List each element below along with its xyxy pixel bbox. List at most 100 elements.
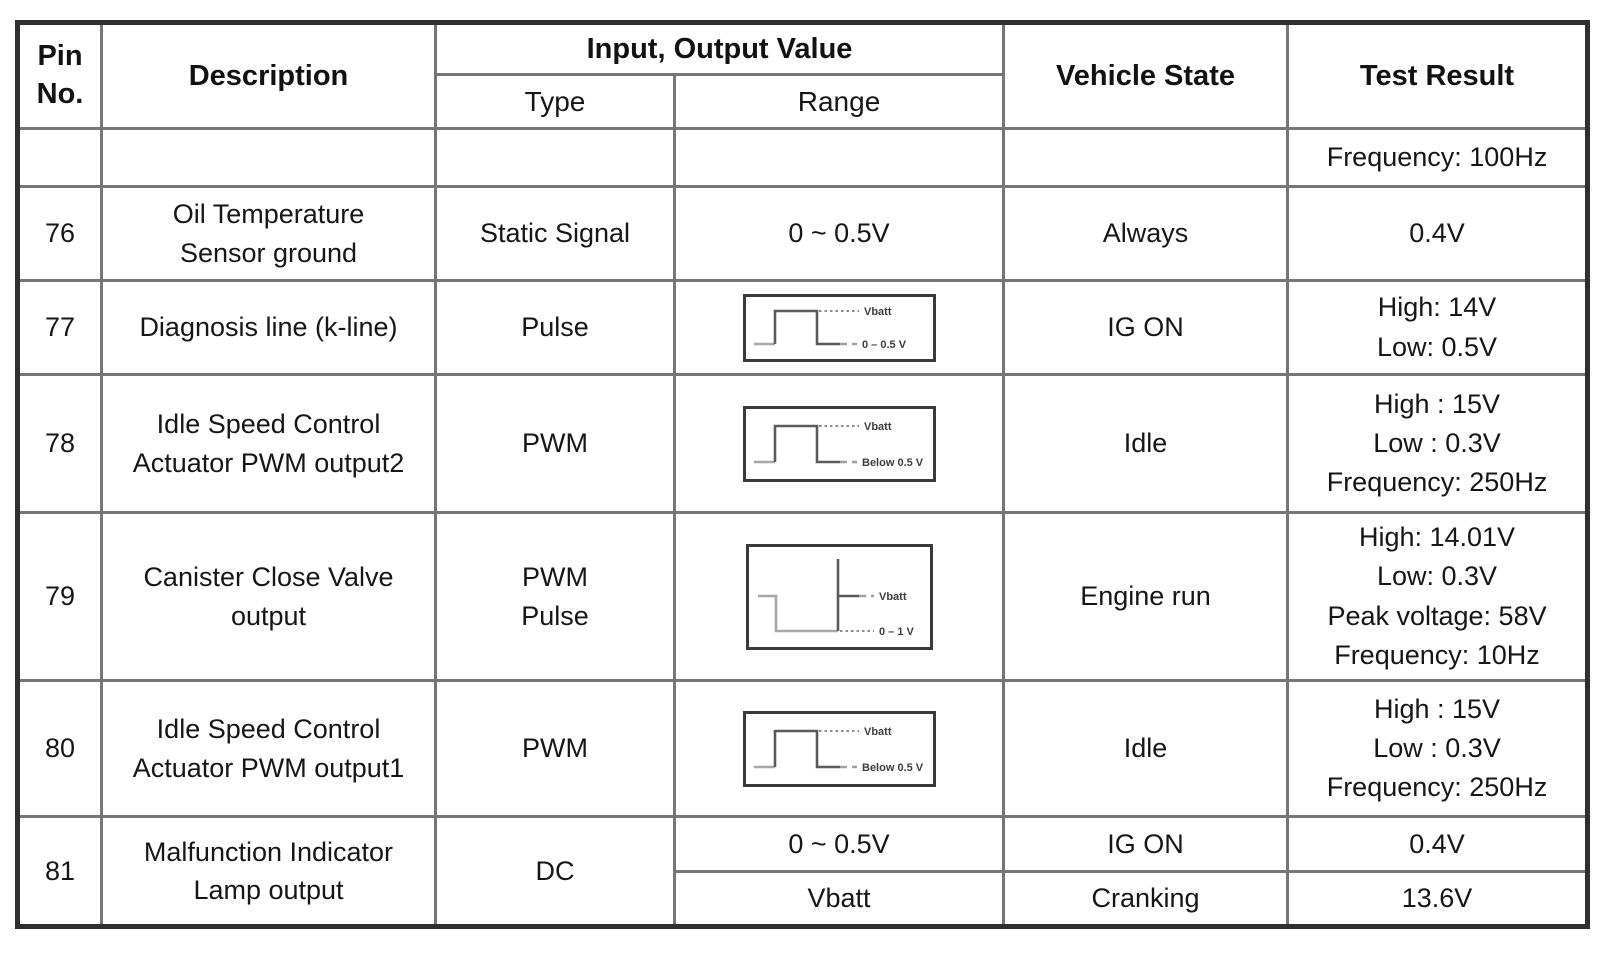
- test-result-line: High: 14V: [1377, 292, 1497, 323]
- header-description: Description: [100, 21, 437, 130]
- table-row-continuation: Frequency: 100Hz: [16, 127, 1590, 188]
- vehicle-state-cell: Always: [1002, 185, 1290, 282]
- pin-cell: [16, 127, 103, 188]
- pulse-waveform-diagram: Vbatt 0 – 0.5 V: [742, 293, 936, 362]
- description-cell: Oil Temperature Sensor ground: [100, 185, 437, 282]
- test-result-cell: 0.4V: [1286, 185, 1590, 282]
- type-line: Pulse: [521, 600, 589, 631]
- test-result-line: Low: 0.5V: [1376, 331, 1498, 362]
- type-line: PWM: [522, 562, 588, 593]
- table-row-pin-79: 79 Canister Close Valve output PWM Pulse…: [16, 511, 1590, 682]
- test-result-line: Peak voltage: 58V: [1327, 600, 1547, 631]
- type-cell: Pulse: [434, 279, 676, 376]
- test-result-cell: High : 15V Low : 0.3V Frequency: 250Hz: [1286, 679, 1590, 818]
- table-row-pin-78: 78 Idle Speed Control Actuator PWM outpu…: [16, 373, 1590, 514]
- test-result-line: Low: 0.3V: [1376, 561, 1498, 592]
- test-result-line: Frequency: 250Hz: [1326, 772, 1548, 803]
- header-pin-line: No.: [36, 78, 84, 110]
- waveform-low-label: 0 – 0.5 V: [862, 339, 907, 351]
- inverted-pulse-spike-waveform-diagram: Vbatt 0 – 1 V: [745, 543, 933, 650]
- description-line: Idle Speed Control: [156, 409, 381, 440]
- vehicle-state-cell: Cranking: [1002, 870, 1290, 928]
- header-vehicle-state: Vehicle State: [1002, 21, 1290, 130]
- pin-cell: 77: [16, 279, 103, 376]
- test-result-cell: High: 14.01V Low: 0.3V Peak voltage: 58V…: [1286, 511, 1590, 682]
- header-test-result: Test Result: [1286, 21, 1590, 130]
- table-row-pin-76: 76 Oil Temperature Sensor ground Static …: [16, 185, 1590, 282]
- range-cell: [672, 127, 1006, 188]
- waveform-high-label: Vbatt: [864, 421, 892, 433]
- pwm-waveform-diagram: Vbatt Below 0.5 V: [742, 405, 936, 482]
- header-pin-no: Pin No.: [16, 21, 103, 130]
- type-cell: PWM: [434, 679, 676, 818]
- pin-cell: 80: [16, 679, 103, 818]
- pin-test-table: Pin No. Description Input, Output Value …: [15, 20, 1591, 929]
- waveform-high-label: Vbatt: [864, 726, 892, 738]
- header-type: Type: [434, 73, 676, 130]
- description-line: Actuator PWM output2: [132, 447, 405, 478]
- waveform-high-label: Vbatt: [879, 591, 907, 603]
- test-result-cell: 0.4V: [1286, 815, 1590, 873]
- type-cell: Static Signal: [434, 185, 676, 282]
- test-result-line: High : 15V: [1373, 388, 1501, 419]
- description-line: Malfunction Indicator: [143, 836, 394, 867]
- test-result-line: 0.4V: [1409, 217, 1465, 248]
- test-result-cell: 13.6V: [1286, 870, 1590, 928]
- test-result-line: Frequency: 100Hz: [1326, 141, 1548, 172]
- description-line: Sensor ground: [179, 237, 358, 268]
- header-row-2: Type Range: [18, 73, 1588, 130]
- description-line: Lamp output: [193, 875, 344, 905]
- description-cell: [100, 127, 437, 188]
- range-cell: 0 ~ 0.5V: [672, 185, 1006, 282]
- description-line: Canister Close Valve: [143, 562, 394, 593]
- type-cell: DC: [434, 815, 676, 928]
- header-pin-line: Pin: [37, 40, 83, 73]
- pin-cell: 81: [16, 815, 103, 928]
- description-line: Idle Speed Control: [156, 714, 381, 745]
- waveform-high-label: Vbatt: [864, 306, 892, 318]
- vehicle-state-cell: Idle: [1002, 679, 1290, 818]
- table-row-pin-81-subrow: Vbatt Cranking 13.6V: [18, 870, 1590, 928]
- pwm-waveform-diagram: Vbatt Below 0.5 V: [742, 710, 936, 787]
- description-cell: Diagnosis line (k-line): [100, 279, 437, 376]
- header-io-value: Input, Output Value: [433, 21, 1006, 76]
- range-cell: Vbatt 0 – 1 V: [672, 511, 1006, 682]
- description-cell: Idle Speed Control Actuator PWM output2: [100, 373, 437, 514]
- table-row-pin-77: 77 Diagnosis line (k-line) Pulse Vbatt 0…: [16, 279, 1590, 376]
- vehicle-state-cell: IG ON: [1002, 279, 1290, 376]
- type-cell: PWM Pulse: [434, 511, 676, 682]
- waveform-low-label: Below 0.5 V: [862, 457, 924, 469]
- type-cell: [434, 127, 676, 188]
- vehicle-state-cell: IG ON: [1002, 815, 1290, 873]
- table-row-pin-81: 81 Malfunction Indicator Lamp output DC …: [16, 815, 1590, 928]
- vehicle-state-cell: [1002, 127, 1290, 188]
- scanned-manual-page: Pin No. Description Input, Output Value …: [15, 20, 1591, 929]
- type-cell: PWM: [434, 373, 676, 514]
- header-row-1: Pin No. Description Input, Output Value …: [16, 21, 1590, 130]
- range-cell: Vbatt: [672, 870, 1006, 928]
- description-line: Diagnosis line (k-line): [139, 312, 398, 343]
- waveform-low-label: 0 – 1 V: [879, 626, 915, 638]
- description-cell: Malfunction Indicator Lamp output: [100, 815, 437, 928]
- range-cell: 0 ~ 0.5V: [672, 815, 1006, 873]
- test-result-line: Frequency: 250Hz: [1326, 467, 1548, 498]
- test-result-cell: High : 15V Low : 0.3V Frequency: 250Hz: [1286, 373, 1590, 514]
- range-cell: Vbatt Below 0.5 V: [672, 679, 1006, 818]
- test-result-line: Frequency: 10Hz: [1334, 639, 1540, 670]
- pin-cell: 76: [16, 185, 103, 282]
- description-line: output: [230, 600, 307, 631]
- description-cell: Idle Speed Control Actuator PWM output1: [100, 679, 437, 818]
- test-result-line: High: 14.01V: [1358, 522, 1516, 553]
- range-cell: Vbatt Below 0.5 V: [672, 373, 1006, 514]
- vehicle-state-cell: Idle: [1002, 373, 1290, 514]
- test-result-line: High : 15V: [1373, 693, 1501, 724]
- description-line: Actuator PWM output1: [132, 752, 405, 783]
- header-range: Range: [672, 73, 1006, 130]
- table-row-pin-80: 80 Idle Speed Control Actuator PWM outpu…: [16, 679, 1590, 818]
- description-line: Oil Temperature: [172, 199, 365, 230]
- waveform-low-label: Below 0.5 V: [862, 762, 924, 774]
- test-result-line: Low : 0.3V: [1373, 732, 1501, 763]
- range-cell: Vbatt 0 – 0.5 V: [672, 279, 1006, 376]
- vehicle-state-cell: Engine run: [1002, 511, 1290, 682]
- test-result-line: Low : 0.3V: [1373, 427, 1501, 458]
